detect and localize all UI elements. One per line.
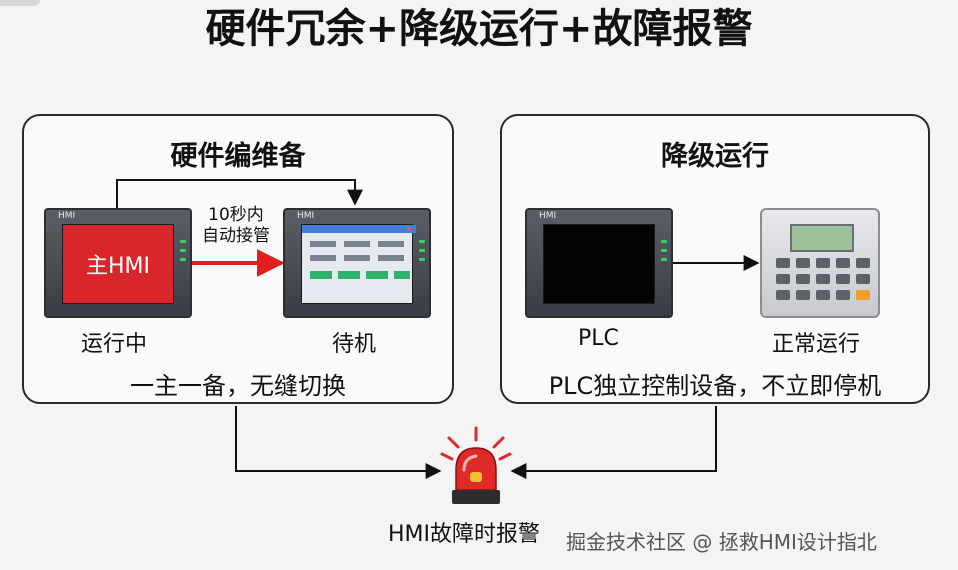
- right-panel-note: PLC独立控制设备，不立即停机: [548, 372, 882, 400]
- standby-hmi-panel-icon: HMI: [283, 208, 431, 318]
- plc-hmi-screen: [543, 224, 655, 304]
- plc-hmi-panel-icon: HMI: [525, 208, 673, 318]
- standby-screen-ui: [302, 225, 416, 279]
- page-title: 硬件冗余+降级运行+故障报警: [205, 6, 753, 52]
- takeover-label: 10秒内 自动接管: [190, 205, 282, 247]
- plc-caption: PLC: [578, 326, 619, 351]
- panel-title-right: 降级运行: [661, 141, 769, 172]
- left-panel-note: 一主一备，无缝切换: [130, 372, 346, 400]
- keypad-keys: [776, 258, 870, 300]
- status-leds: [180, 240, 186, 267]
- siren-alarm-icon: [440, 426, 512, 504]
- hmi-brand-label: HMI: [58, 211, 76, 221]
- main-hmi-screen-text: 主HMI: [85, 254, 150, 279]
- right-to-alarm-arrow: [510, 406, 717, 479]
- standby-hmi-caption: 待机: [332, 332, 377, 357]
- standby-hmi-screen: [301, 224, 416, 304]
- main-hmi-screen: 主HMI: [62, 224, 174, 304]
- hmi-brand-label: HMI: [297, 211, 315, 221]
- status-leds: [419, 240, 425, 267]
- takeover-label-line2: 自动接管: [202, 226, 270, 246]
- alarm-caption: HMI故障时报警: [388, 522, 541, 547]
- hmi-brand-label: HMI: [539, 211, 557, 221]
- main-hmi-caption: 运行中: [81, 332, 148, 357]
- panel-title-left: 硬件编维备: [170, 141, 306, 172]
- top-left-corner: [0, 0, 40, 6]
- main-hmi-panel-icon: HMI 主HMI: [44, 208, 192, 318]
- takeover-label-line1: 10秒内: [208, 205, 264, 225]
- keypad-display: [790, 224, 854, 252]
- left-to-alarm-arrow: [235, 406, 442, 479]
- status-leds: [661, 240, 667, 267]
- watermark: 掘金技术社区 @ 拯救HMI设计指北: [566, 530, 877, 554]
- plc-keypad-icon: [760, 208, 880, 318]
- keypad-caption: 正常运行: [772, 332, 861, 357]
